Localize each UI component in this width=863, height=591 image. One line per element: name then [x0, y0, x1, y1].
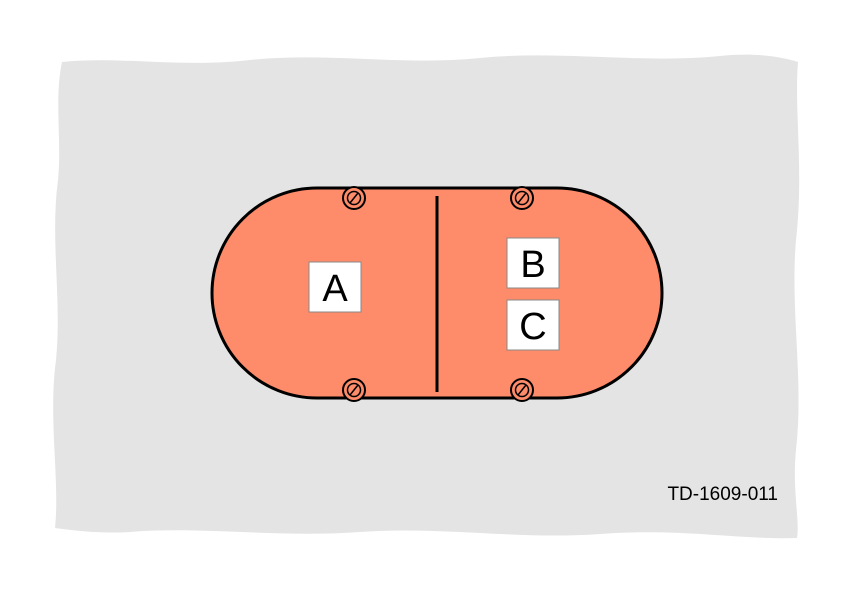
screw-icon: [510, 378, 534, 402]
screw-icon: [342, 378, 366, 402]
label-box-c: C: [506, 299, 560, 351]
drawing-code: TD-1609-011: [667, 484, 778, 505]
label-c-text: C: [519, 306, 546, 348]
label-a-text: A: [322, 268, 348, 310]
label-box-b: B: [506, 237, 560, 289]
screw-icon: [342, 186, 366, 210]
screw-icon: [510, 186, 534, 210]
label-b-text: B: [520, 244, 545, 286]
label-box-a: A: [308, 261, 362, 313]
